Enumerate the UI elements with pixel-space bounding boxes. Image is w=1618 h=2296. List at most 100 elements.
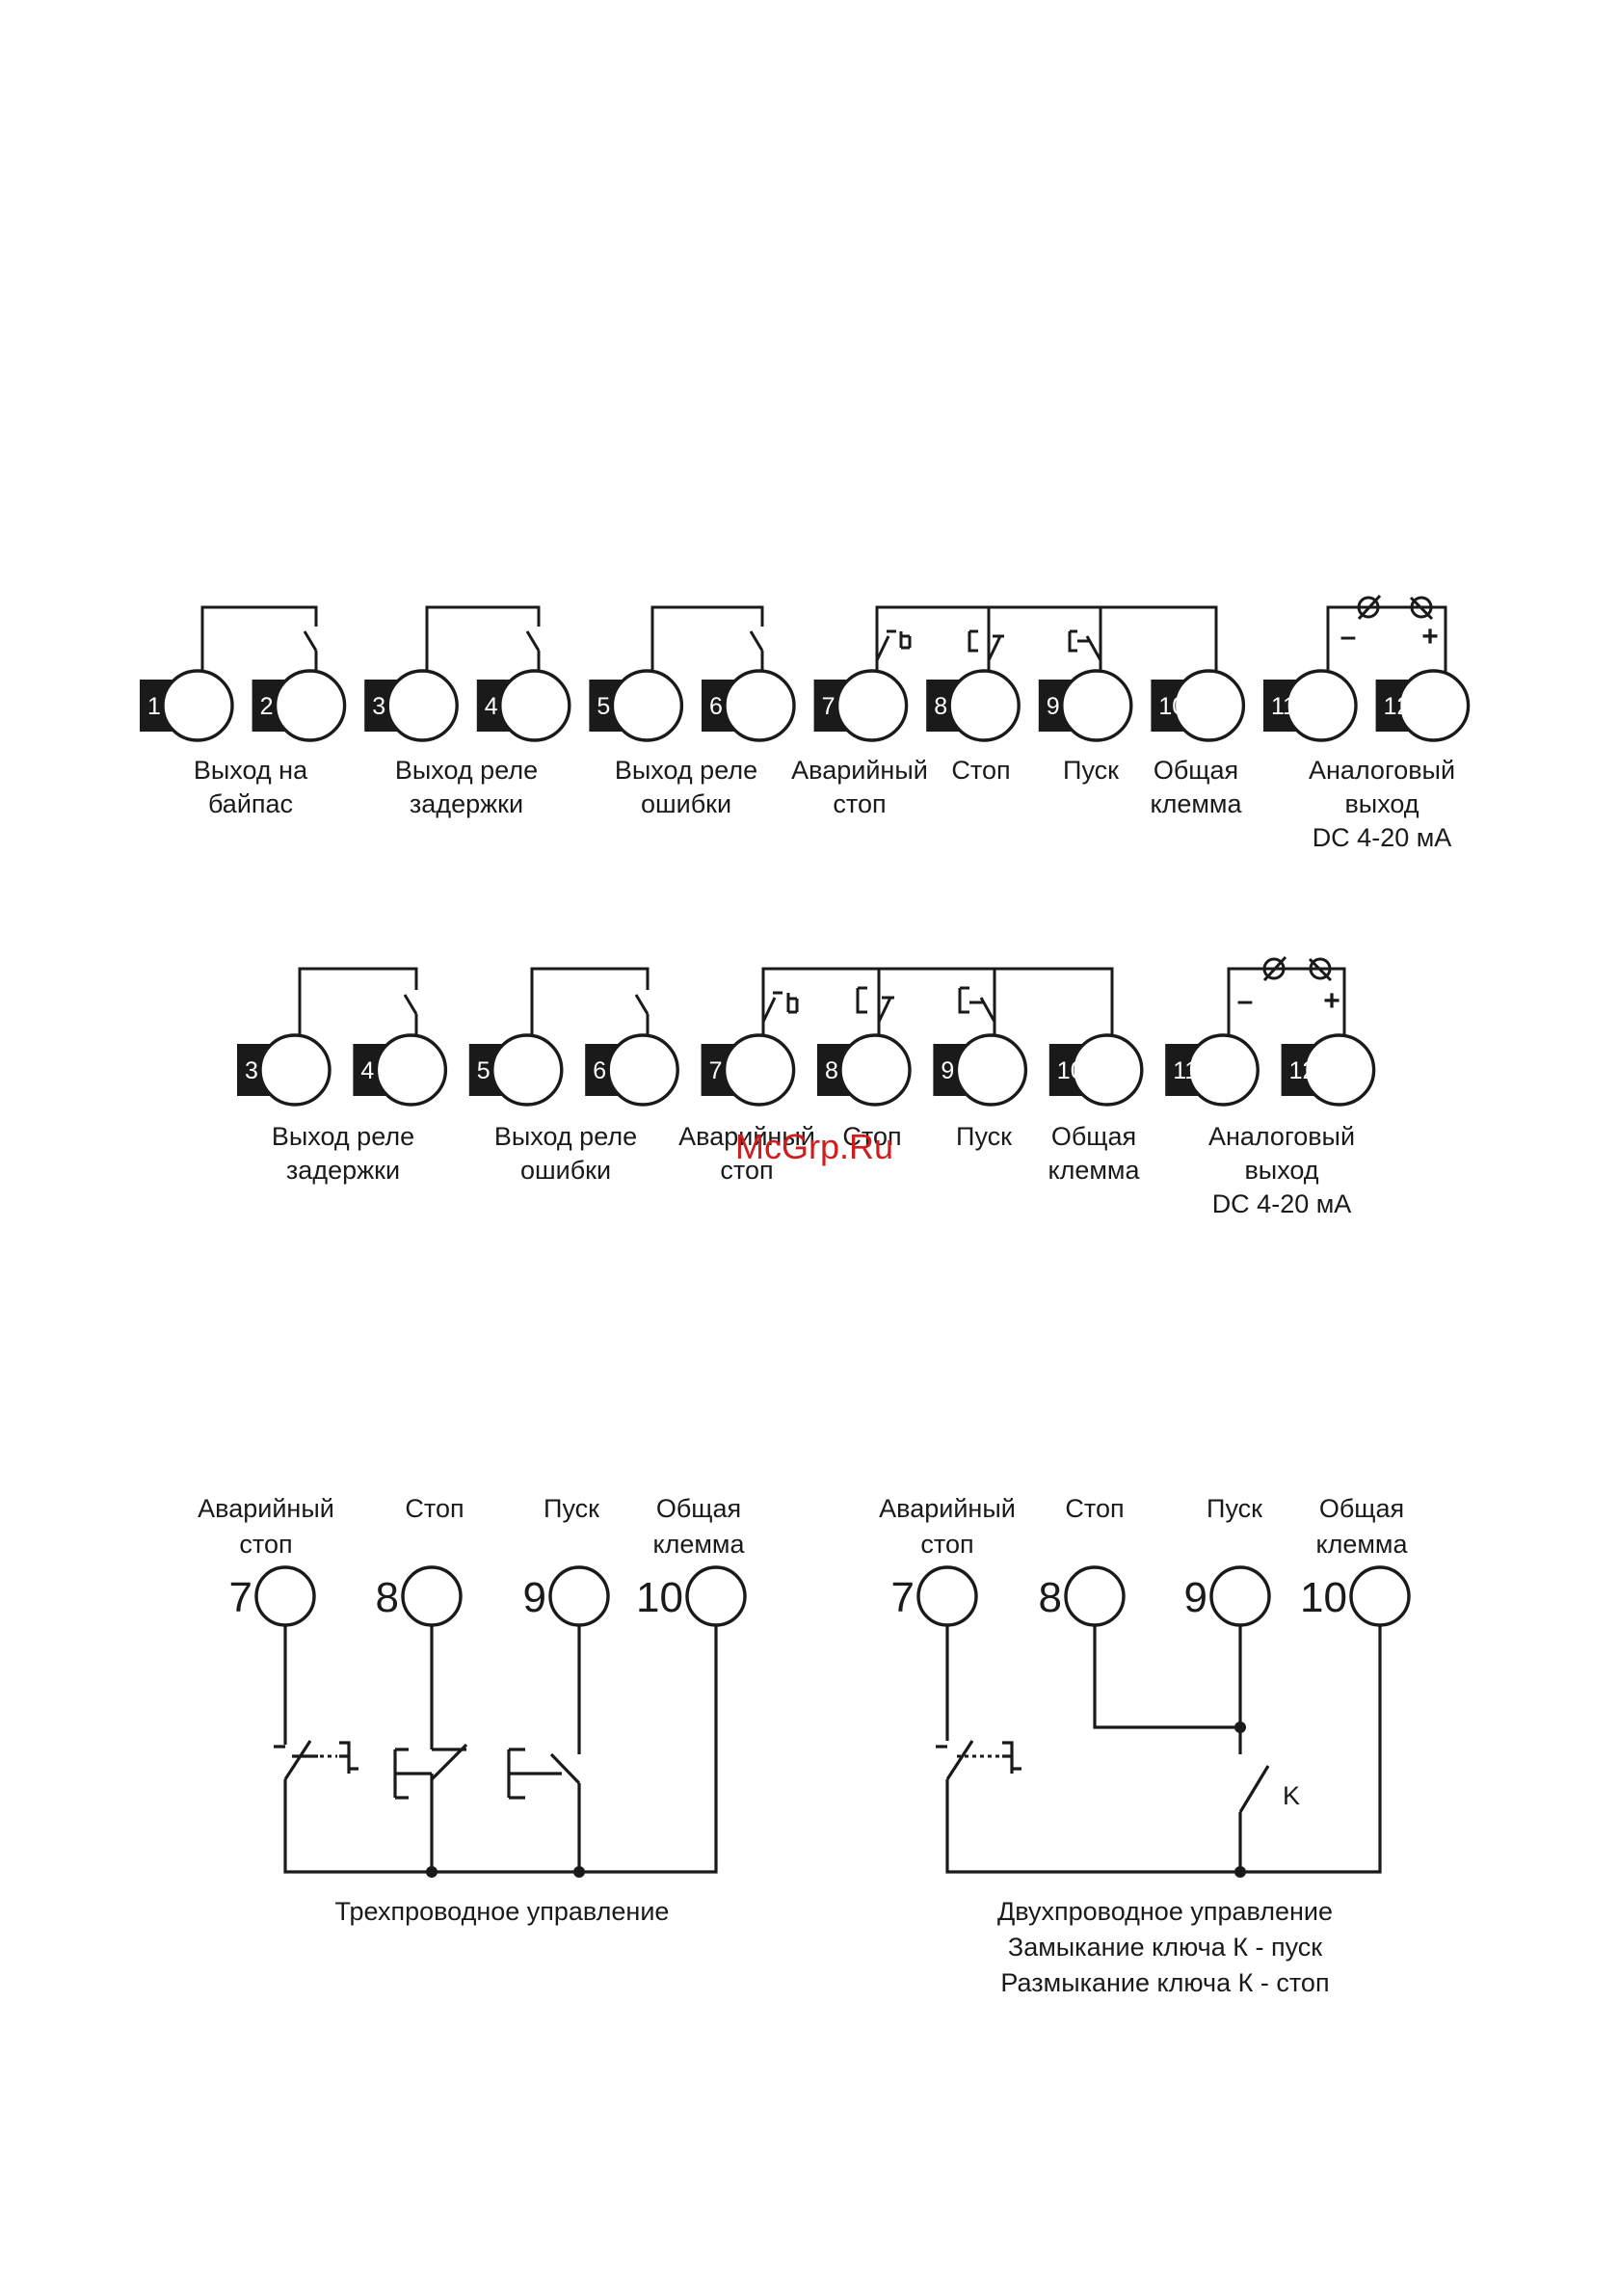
junction-dot: [426, 1866, 438, 1878]
terminal-number: 10: [1158, 693, 1185, 720]
terminal-number: 12: [1289, 1057, 1316, 1084]
control-terminal-10: 10: [636, 1565, 747, 1627]
control-header: Стоп: [405, 1494, 464, 1523]
terminal-number: 5: [477, 1057, 491, 1084]
terminal-circle: [1186, 1033, 1260, 1107]
delay-relay-wiring: [425, 605, 541, 682]
terminal-3: 3: [237, 1033, 332, 1107]
terminal-circle: [1285, 669, 1358, 742]
terminal-label: Пуск: [956, 1122, 1012, 1151]
watermark: McGrp.Ru: [735, 1127, 893, 1166]
terminal-label-line: стоп: [833, 789, 886, 818]
terminal-label-line: Аварийный: [678, 1122, 815, 1151]
terminal-4: 4: [476, 669, 571, 742]
terminal-circle: [1302, 1033, 1376, 1107]
terminal-number: 6: [593, 1057, 606, 1084]
control-terminal-9: 9: [1184, 1565, 1271, 1627]
terminal-label-line: Аналоговый: [1208, 1122, 1355, 1151]
terminal-label-line: клемма: [1048, 1156, 1140, 1185]
control-header-line: Аварийный: [198, 1494, 334, 1523]
two-wire-wiring: [945, 1623, 1382, 1874]
control-header: Общая клемма: [1315, 1494, 1408, 1559]
terminal-number: 8: [825, 1057, 838, 1084]
terminal-circle: [954, 1033, 1028, 1107]
terminal-circle: [258, 1033, 332, 1107]
terminal-label-line: Выход на: [194, 756, 308, 785]
two-wire-caption-line: Замыкание ключа К - пуск: [1008, 1933, 1322, 1962]
control-header-line: Пуск: [1207, 1494, 1262, 1523]
terminal-circle: [1209, 1565, 1271, 1627]
control-header-line: стоп: [239, 1530, 292, 1559]
terminal-label-line: DC 4-20 мА: [1212, 1189, 1352, 1218]
analog-plus-sign: +: [1421, 621, 1439, 653]
start-switch-icon: [1068, 629, 1102, 661]
terminal-label-line: Общая: [1051, 1122, 1136, 1151]
terminal-12: 12: [1281, 1033, 1376, 1107]
terminal-label-line: Пуск: [1063, 756, 1119, 785]
control-header-line: Общая: [1319, 1494, 1404, 1523]
terminal-label-line: Стоп: [951, 756, 1010, 785]
terminal-circle: [685, 1565, 747, 1627]
two-wire-caption-line: Двухпроводное управление: [997, 1897, 1333, 1926]
analog-plus-sign-2: +: [1323, 985, 1340, 1017]
terminal-circle: [1060, 669, 1133, 742]
terminal-number: 8: [934, 693, 947, 720]
terminal-5: 5: [589, 669, 684, 742]
terminal-label-line: Аналоговый: [1309, 756, 1455, 785]
terminal-number: 11: [1271, 693, 1296, 720]
control-header-line: Общая: [656, 1494, 741, 1523]
control-header: Стоп: [1065, 1494, 1124, 1523]
meter-slash-4: [1308, 957, 1333, 982]
terminal-circle: [374, 1033, 448, 1107]
junction-dot: [1234, 1722, 1246, 1733]
control-bus-wiring-2: [761, 967, 1114, 1047]
three-wire-caption: Трехпроводное управление: [335, 1897, 670, 1926]
control-header-line: Аварийный: [879, 1494, 1016, 1523]
terminal-circle: [838, 1033, 912, 1107]
terminal-circle: [1064, 1565, 1126, 1627]
three-wire-stop-switch-icon: [393, 1743, 468, 1800]
terminal-number: 3: [372, 693, 385, 720]
terminal-number: 8: [1039, 1574, 1062, 1621]
control-header-line: клемма: [1315, 1530, 1408, 1559]
stop-switch-icon: [968, 629, 1004, 661]
terminal-label-line: Выход реле: [494, 1122, 637, 1151]
terminal-label: Общая клемма: [1048, 1122, 1140, 1185]
terminal-label-line: задержки: [410, 789, 523, 818]
terminal-number: 5: [597, 693, 610, 720]
terminal-circle: [161, 669, 234, 742]
terminal-4: 4: [353, 1033, 448, 1107]
analog-minus-sign-2: –: [1237, 985, 1254, 1017]
control-bus-wiring: [875, 605, 1218, 682]
terminal-1: 1: [140, 669, 234, 742]
key-k-label: K: [1283, 1781, 1300, 1810]
terminal-8: 8: [926, 669, 1021, 742]
terminal-number: 7: [822, 693, 836, 720]
terminal-number: 4: [360, 1057, 374, 1084]
control-header-line: Пуск: [544, 1494, 599, 1523]
three-wire-wiring: [283, 1623, 718, 1874]
terminal-label: Выход на байпас: [194, 756, 308, 818]
terminal-circle: [1349, 1565, 1411, 1627]
terminal-label-line: байпас: [208, 789, 293, 818]
junction-dot: [1234, 1866, 1246, 1878]
terminal-6: 6: [702, 669, 796, 742]
terminal-circle: [1396, 669, 1471, 742]
terminal-12: 12: [1375, 669, 1471, 742]
terminal-11: 11: [1165, 1033, 1260, 1107]
control-terminal-7: 7: [891, 1565, 978, 1627]
terminal-circle: [723, 669, 796, 742]
